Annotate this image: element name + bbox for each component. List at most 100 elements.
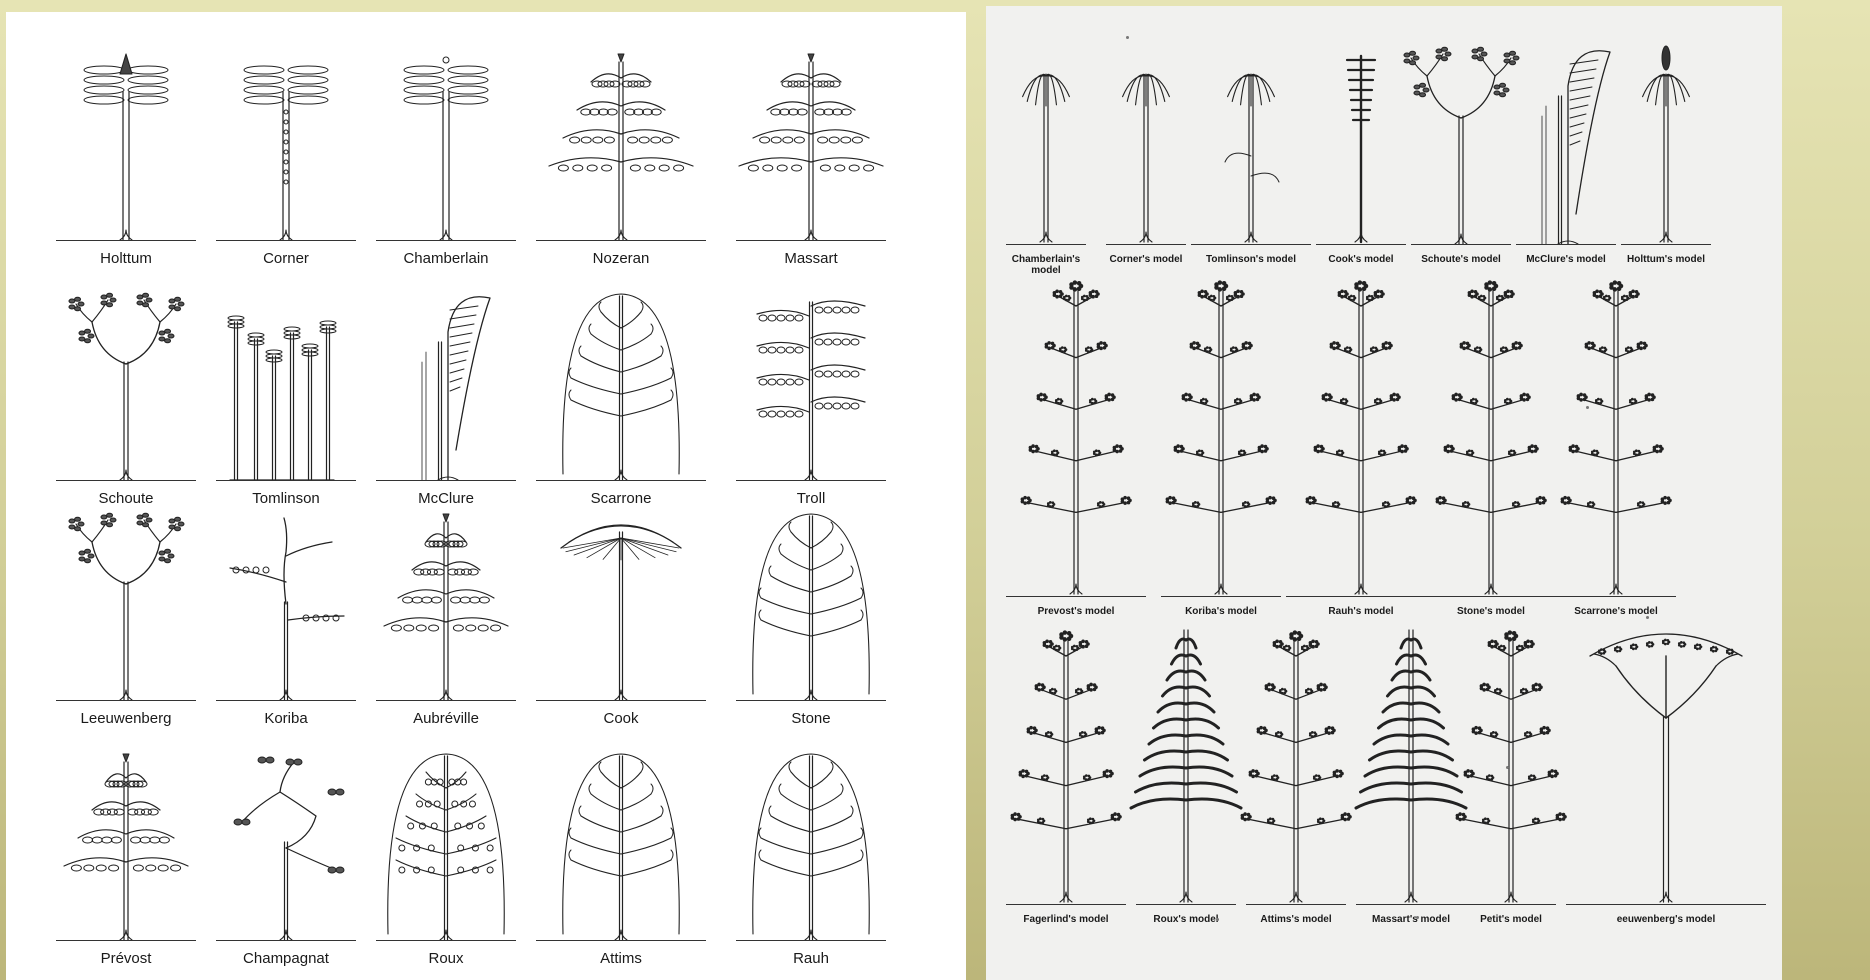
tree-drawing [1316, 46, 1406, 256]
tree-model-mcclure: McClure [376, 292, 516, 516]
tree-model-holttum: Holttum [56, 52, 196, 276]
ground-line [56, 700, 196, 701]
model-label: Rauh's model [1286, 606, 1436, 617]
ground-line [216, 480, 356, 481]
ground-line [1556, 596, 1676, 597]
model-label: Cook's model [1316, 254, 1406, 265]
ground-line [1286, 596, 1436, 597]
ground-line [56, 940, 196, 941]
ground-line [736, 940, 886, 941]
tree-drawing [376, 52, 516, 252]
tree-model-koriba-s-model: Koriba's model [1161, 276, 1281, 636]
right-diagram-panel: Chamberlain's modelCorner's modelTomlins… [986, 6, 1782, 980]
tree-drawing [1426, 276, 1556, 608]
ground-line [1006, 244, 1086, 245]
tree-model-stone: Stone [736, 512, 886, 736]
tree-drawing [1006, 46, 1086, 256]
tree-drawing [1556, 276, 1676, 608]
model-label: Tomlinson's model [1191, 254, 1311, 265]
model-label: Attims [536, 950, 706, 967]
tree-drawing [216, 292, 356, 492]
left-diagram-panel: HolttumCornerChamberlainNozeranMassartSc… [6, 12, 966, 980]
ground-line [376, 700, 516, 701]
ground-line [536, 940, 706, 941]
paper-speck [1586, 406, 1589, 409]
ground-line [536, 700, 706, 701]
ground-line [1316, 244, 1406, 245]
tree-model-holttum-s-model: Holttum's model [1621, 46, 1711, 284]
tree-model-attims-s-model: Attims's model [1246, 626, 1346, 944]
tree-drawing [216, 52, 356, 252]
ground-line [376, 940, 516, 941]
model-label: Koriba [216, 710, 356, 727]
tree-model-fagerlind-s-model: Fagerlind's model [1006, 626, 1126, 944]
ground-line [1246, 904, 1346, 905]
tree-model-schoute-s-model: Schoute's model [1411, 46, 1511, 284]
tree-drawing [536, 512, 706, 712]
tree-model-corner: Corner [216, 52, 356, 276]
tree-model-pr-vost: Prévost [56, 752, 196, 976]
tree-drawing [536, 292, 706, 492]
ground-line [216, 240, 356, 241]
tree-model-prevost-s-model: Prevost's model [1006, 276, 1146, 636]
model-label: eeuwenberg's model [1566, 914, 1766, 925]
model-label: Chamberlain [376, 250, 516, 267]
model-label: McClure [376, 490, 516, 507]
tree-model-attims: Attims [536, 752, 706, 976]
tree-model-mcclure-s-model: McClure's model [1516, 46, 1616, 284]
tree-model-roux-s-model: Roux's model [1136, 626, 1236, 944]
model-label: Fagerlind's model [1006, 914, 1126, 925]
model-label: Scarrone [536, 490, 706, 507]
tree-drawing [1516, 46, 1616, 256]
model-label: Champagnat [216, 950, 356, 967]
tree-drawing [1191, 46, 1311, 256]
ground-line [1106, 244, 1186, 245]
tree-drawing [56, 292, 196, 492]
tree-model-stone-s-model: Stone's model [1426, 276, 1556, 636]
tree-model-roux: Roux [376, 752, 516, 976]
model-label: McClure's model [1516, 254, 1616, 265]
model-label: Massart [736, 250, 886, 267]
tree-model-leeuwenberg: Leeuwenberg [56, 512, 196, 736]
tree-drawing [1136, 626, 1236, 916]
tree-drawing [536, 52, 706, 252]
model-label: Holttum [56, 250, 196, 267]
tree-model-cook: Cook [536, 512, 706, 736]
model-label: Schoute's model [1411, 254, 1511, 265]
tree-drawing [736, 292, 886, 492]
ground-line [376, 240, 516, 241]
model-label: Stone [736, 710, 886, 727]
tree-drawing [1006, 626, 1126, 916]
tree-drawing [376, 512, 516, 712]
tree-model-schoute: Schoute [56, 292, 196, 516]
tree-model-chamberlain: Chamberlain [376, 52, 516, 276]
tree-model-rauh-s-model: Rauh's model [1286, 276, 1436, 636]
paper-speck [1216, 918, 1219, 921]
model-label: Roux's model [1136, 914, 1236, 925]
tree-drawing [1356, 626, 1466, 916]
tree-drawing [56, 512, 196, 712]
ground-line [736, 700, 886, 701]
tree-model-massart: Massart [736, 52, 886, 276]
paper-speck [1506, 766, 1509, 769]
paper-speck [1646, 616, 1649, 619]
ground-line [736, 240, 886, 241]
model-label: Roux [376, 950, 516, 967]
model-label: Schoute [56, 490, 196, 507]
tree-drawing [56, 752, 196, 952]
tree-model-tomlinson-s-model: Tomlinson's model [1191, 46, 1311, 284]
tree-drawing [1286, 276, 1436, 608]
ground-line [1161, 596, 1281, 597]
ground-line [1621, 244, 1711, 245]
tree-drawing [376, 292, 516, 492]
tree-model-cook-s-model: Cook's model [1316, 46, 1406, 284]
model-label: Massart's model [1356, 914, 1466, 925]
model-label: Troll [736, 490, 886, 507]
tree-drawing [376, 752, 516, 952]
ground-line [1516, 244, 1616, 245]
tree-model-koriba: Koriba [216, 512, 356, 736]
tree-model-corner-s-model: Corner's model [1106, 46, 1186, 284]
paper-speck [1126, 36, 1129, 39]
tree-drawing [216, 752, 356, 952]
ground-line [56, 240, 196, 241]
